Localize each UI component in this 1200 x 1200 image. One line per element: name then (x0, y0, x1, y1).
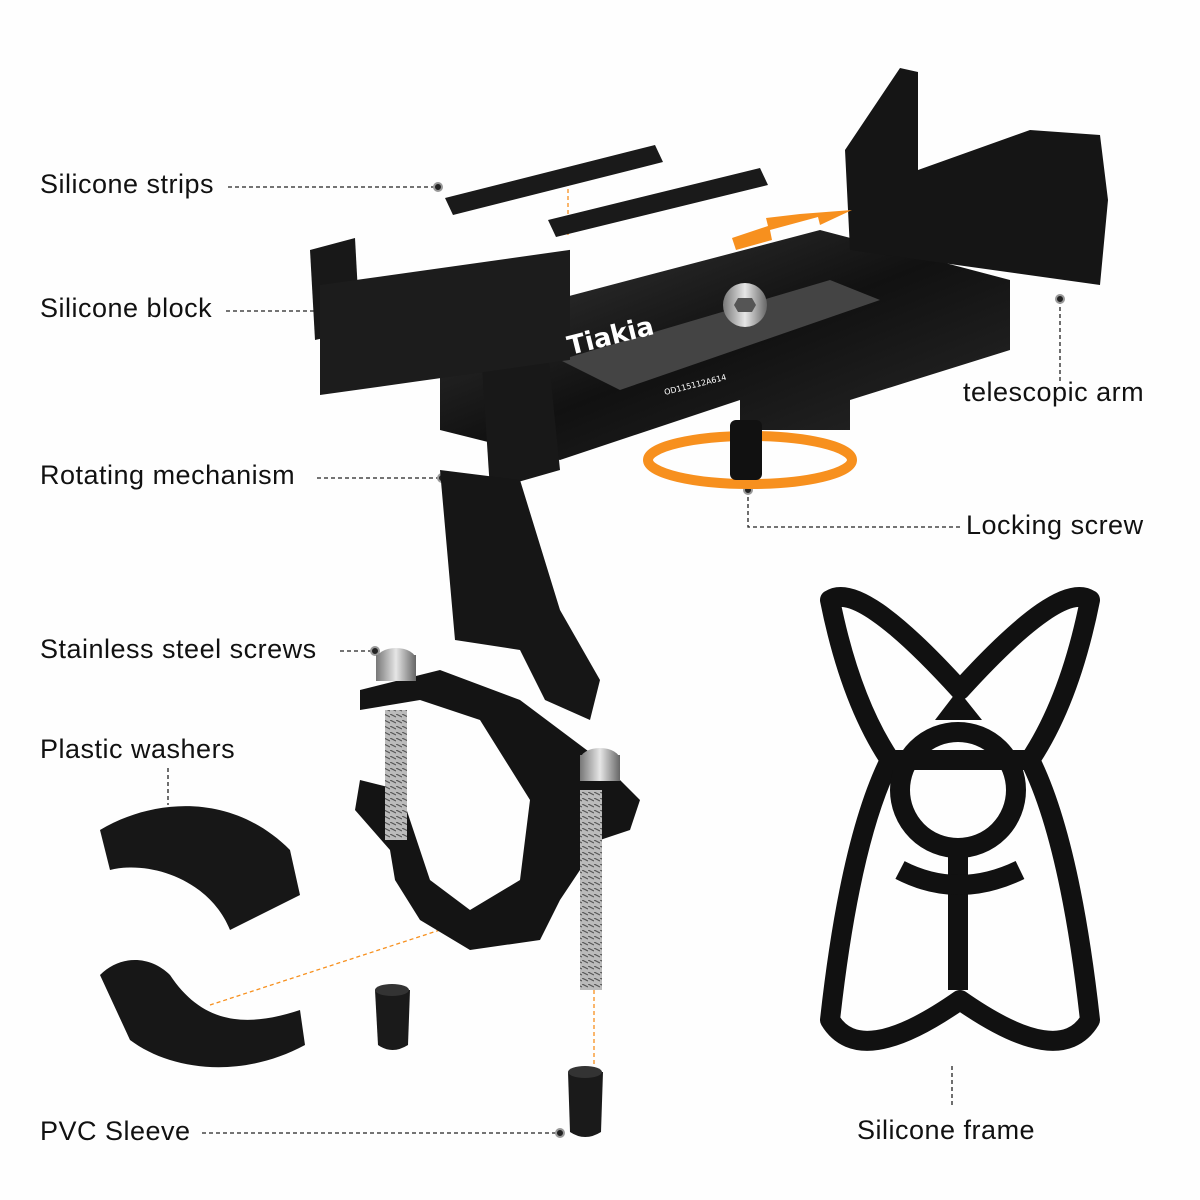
silicone-strips (445, 145, 768, 237)
silicone-frame (820, 586, 1100, 1051)
stem-arm (440, 470, 600, 720)
plastic-washer-lower (100, 960, 305, 1068)
orange-guide-lines (209, 168, 595, 1070)
label-telescopic-arm: telescopic arm (963, 377, 1145, 407)
label-silicone-block: Silicone block (40, 293, 213, 323)
telescopic-arrow-icon (732, 210, 852, 250)
label-rotating-mechanism: Rotating mechanism (40, 460, 296, 490)
silicone-frame-triangle (935, 690, 982, 720)
label-pvc-sleeve: PVC Sleeve (40, 1116, 191, 1146)
pvc-sleeve-middle (375, 984, 410, 1050)
handlebar-clamp (355, 648, 640, 990)
label-stainless-steel-screws: Stainless steel screws (40, 634, 317, 664)
label-plastic-washers: Plastic washers (40, 734, 236, 764)
rotation-arrow-icon (643, 420, 857, 489)
label-silicone-frame: Silicone frame (857, 1115, 1036, 1145)
label-locking-screw: Locking screw (966, 510, 1144, 540)
leader-lines (167, 186, 1061, 1134)
label-silicone-strips: Silicone strips (40, 169, 215, 199)
plastic-washer-upper (100, 806, 300, 930)
holder-body (310, 68, 1108, 490)
pvc-sleeve-bottom (568, 1066, 603, 1137)
